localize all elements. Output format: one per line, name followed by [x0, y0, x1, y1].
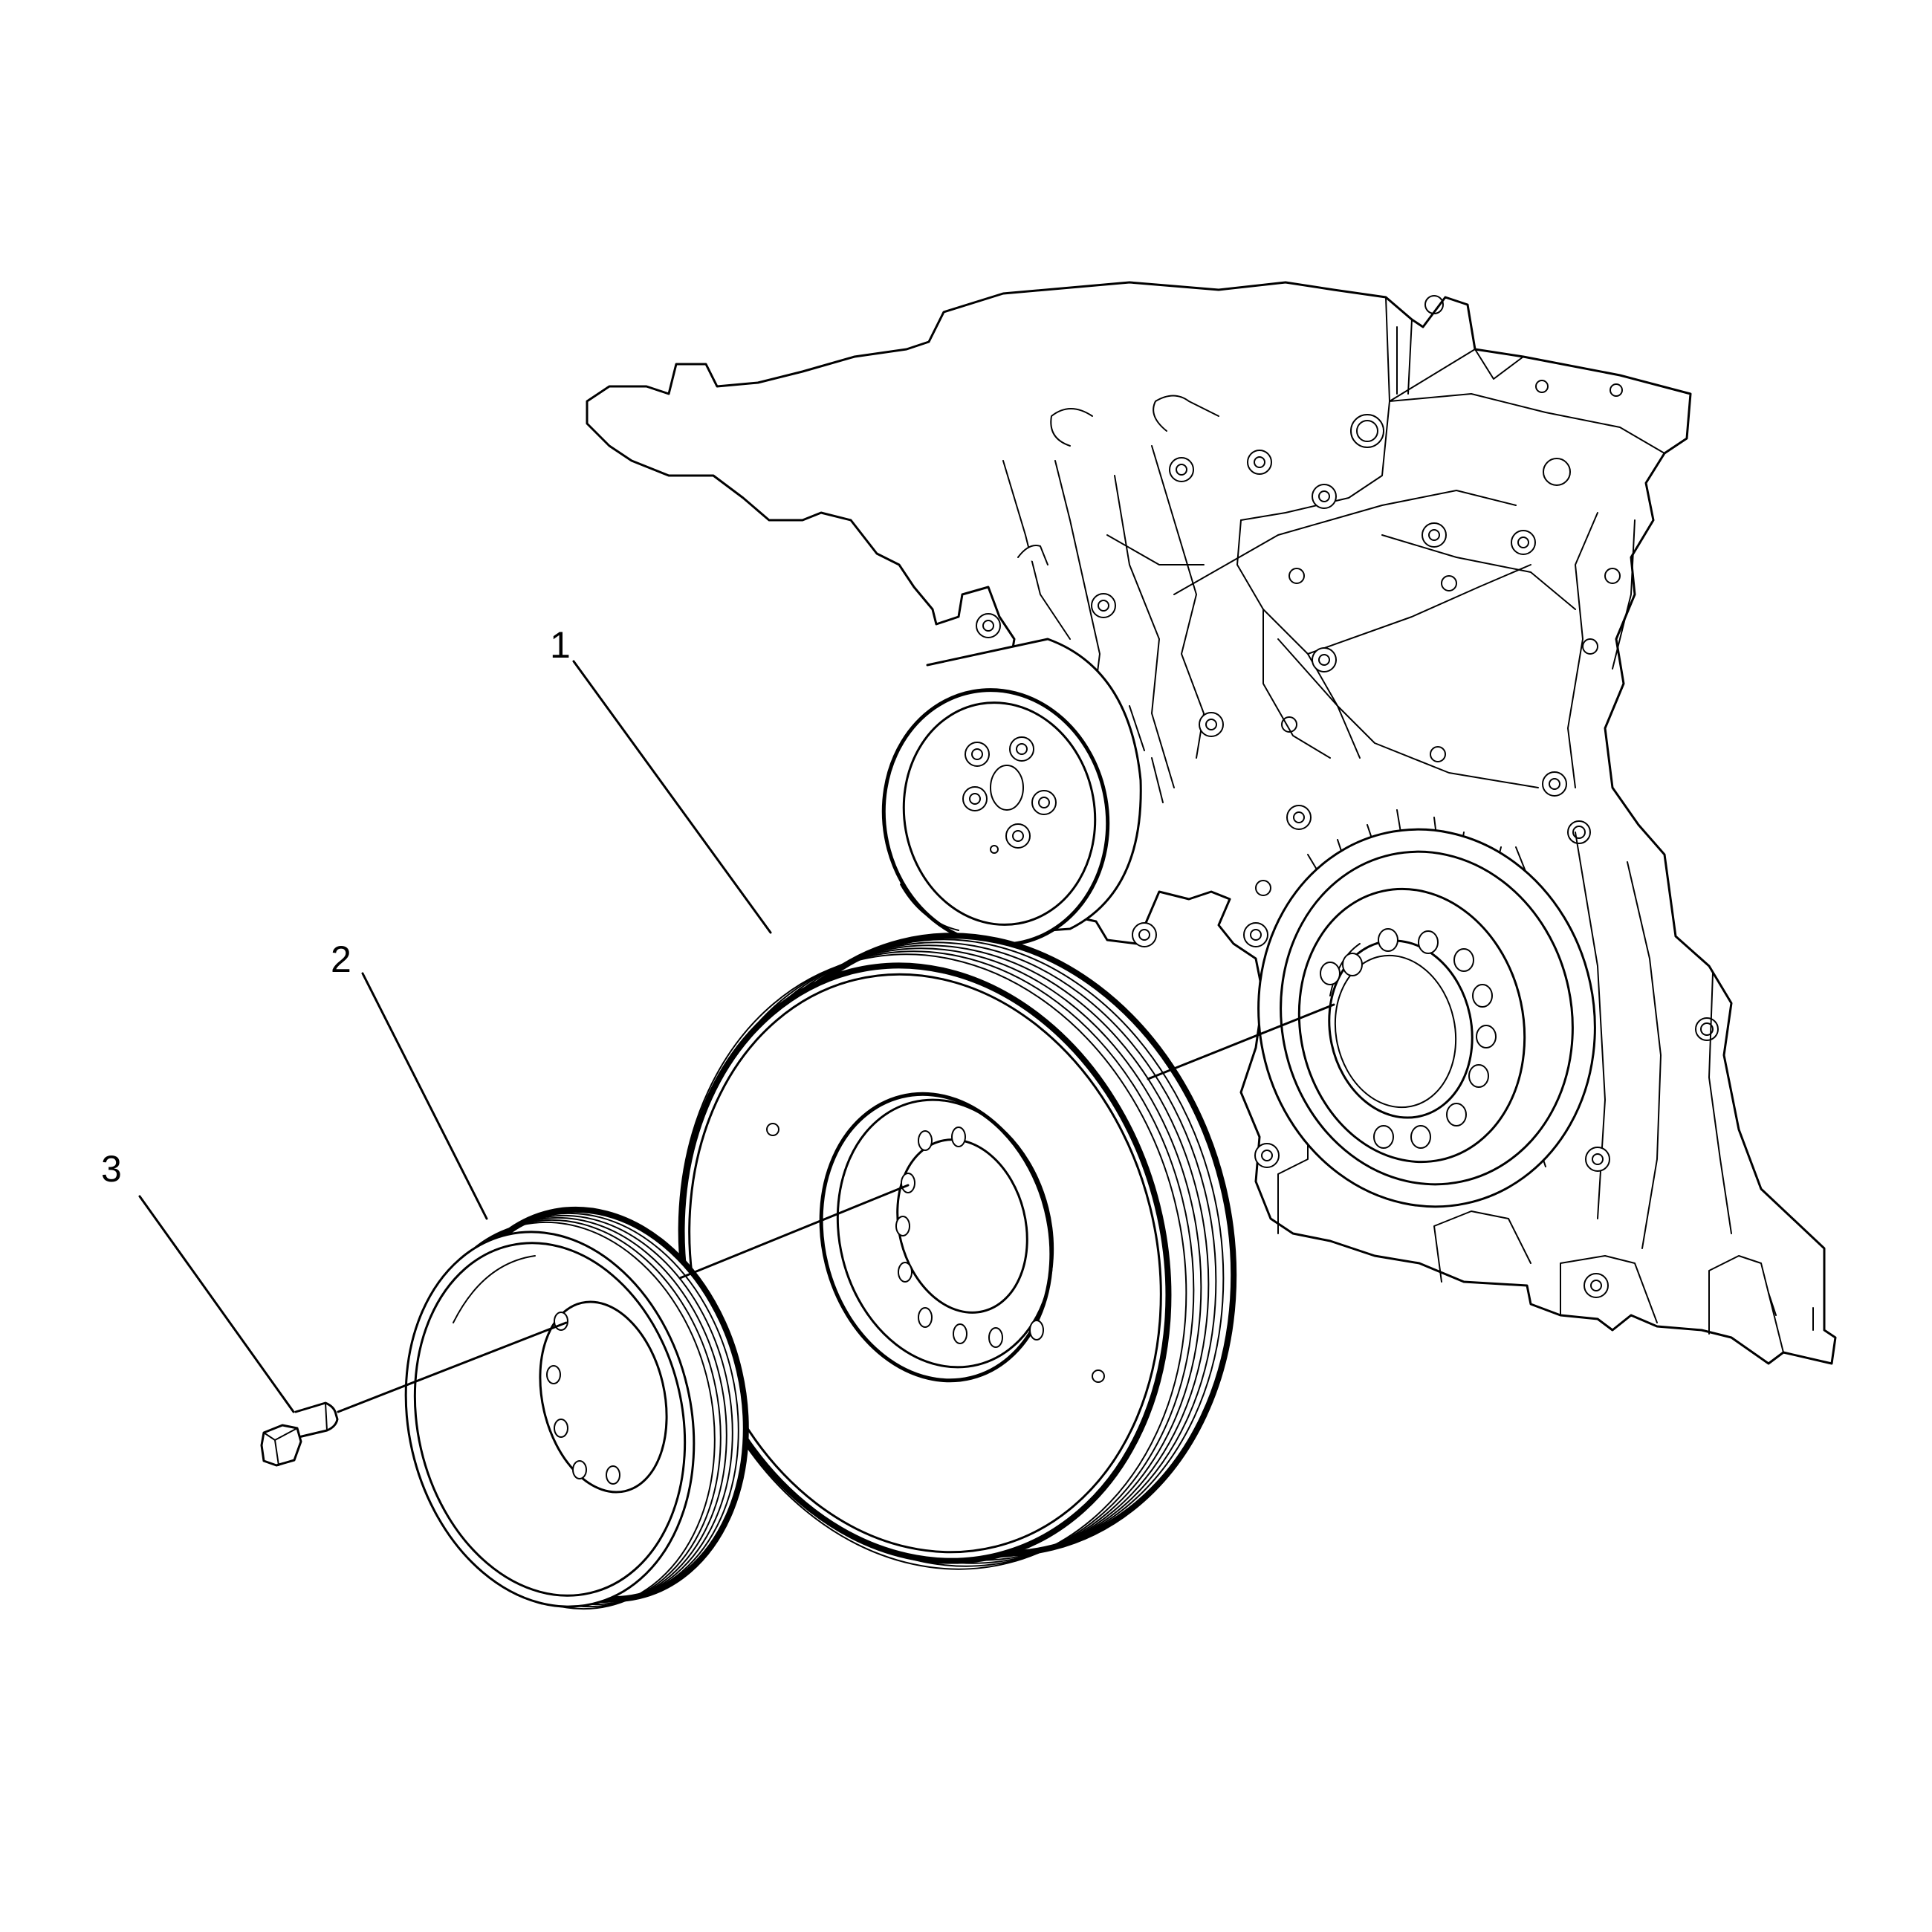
callout-2-leader — [361, 972, 488, 1220]
leader-lines — [138, 660, 1335, 1413]
callout-1: 1 — [550, 624, 571, 666]
callout-3: 3 — [101, 1148, 122, 1190]
part-3-bolt — [260, 1401, 339, 1467]
part-1-crankshaft-pulley — [678, 933, 1237, 1570]
callout-1-leader — [572, 660, 772, 934]
pulley-alignment-line — [678, 1184, 910, 1280]
crankshaft-hub — [1257, 828, 1596, 1208]
bolt-alignment-line — [337, 1321, 568, 1413]
damper-alignment-line — [1147, 1003, 1335, 1080]
callout-2: 2 — [331, 939, 351, 980]
callout-3-leader — [138, 1195, 295, 1413]
engine-front-cover — [586, 281, 1837, 1365]
part-2-pulley — [404, 1206, 749, 1610]
water-pump-pulley — [881, 638, 1164, 947]
